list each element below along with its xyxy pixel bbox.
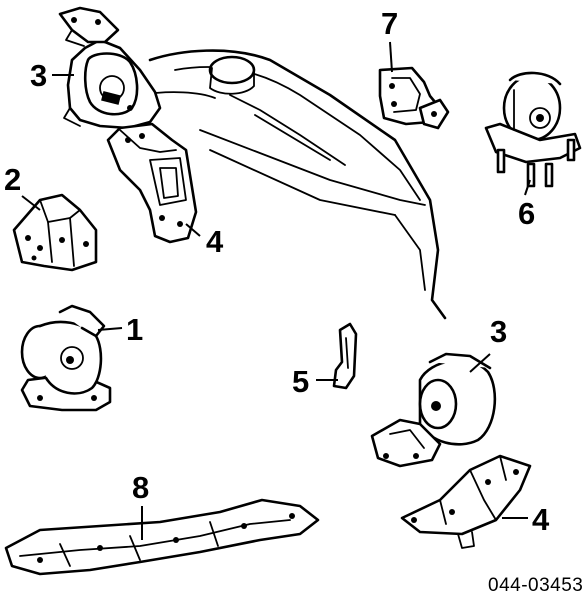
- part-8-crossmember: [4, 498, 320, 576]
- callout-5: 5: [292, 364, 309, 399]
- callout-3-bottom: 3: [490, 314, 507, 349]
- leader-lines: [21, 41, 531, 540]
- callout-1: 1: [126, 312, 143, 347]
- diagram-reference-code: 044-03453: [488, 575, 583, 596]
- part-1-mount: [20, 304, 112, 412]
- part-6-mount: [484, 71, 582, 188]
- part-4-lower-bracket: [400, 454, 532, 549]
- callout-8: 8: [132, 470, 149, 505]
- part-4-upper-bracket: [106, 122, 198, 244]
- callout-6: 6: [518, 196, 535, 231]
- callout-3-top: 3: [30, 58, 47, 93]
- callout-4-top: 4: [206, 224, 224, 259]
- callout-4-bottom: 4: [532, 502, 550, 537]
- part-3-lower-mount: [370, 352, 497, 468]
- part-3-upper-mount: [58, 6, 162, 130]
- callout-labels: 3 2 4 7 6 1 5 3 4 8: [4, 6, 550, 537]
- callout-7: 7: [381, 6, 398, 41]
- part-2-side-bracket: [12, 193, 98, 272]
- callout-2: 2: [4, 162, 21, 197]
- part-5-clip: [332, 322, 358, 390]
- part-7-bracket: [378, 66, 450, 130]
